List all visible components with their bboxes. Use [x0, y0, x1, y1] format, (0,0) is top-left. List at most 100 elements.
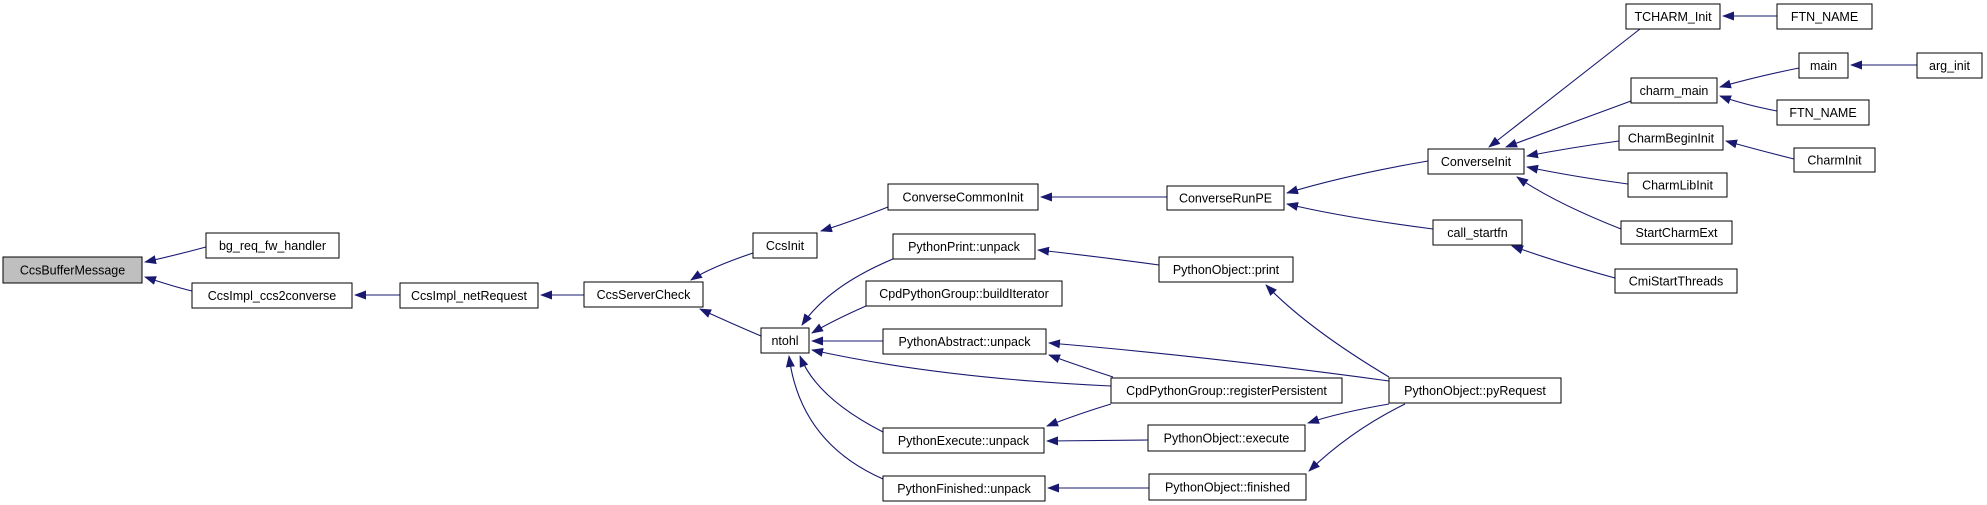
node-box-cpdBuildIterator[interactable]: [865, 280, 1063, 307]
node-box-pythonObjectPrint[interactable]: [1158, 256, 1294, 283]
node-ntohl[interactable]: ntohl: [760, 327, 810, 354]
node-box-pythonObjectFinished[interactable]: [1148, 473, 1307, 501]
node-box-charmBeginInit[interactable]: [1618, 125, 1724, 151]
node-box-ccsInit[interactable]: [752, 232, 818, 259]
node-box-pythonObjectPyRequest[interactable]: [1388, 377, 1562, 404]
node-charmBeginInit[interactable]: CharmBeginInit: [1618, 125, 1724, 151]
node-label-pythonObjectExecute: PythonObject::execute: [1164, 431, 1290, 445]
node-label-ccsServerCheck: CcsServerCheck: [597, 288, 692, 302]
node-ccsInit[interactable]: CcsInit: [752, 232, 818, 259]
node-box-ccsImplCcs2converse[interactable]: [191, 282, 353, 309]
edge-tcharmInit-to-converseInit: [1488, 28, 1641, 148]
node-box-cpdRegisterPersistent[interactable]: [1110, 377, 1343, 404]
node-charmLibInit[interactable]: CharmLibInit: [1627, 172, 1728, 198]
node-ftnName1[interactable]: FTN_NAME: [1776, 3, 1873, 30]
node-pythonPrintUnpack[interactable]: PythonPrint::unpack: [892, 233, 1036, 260]
node-pythonObjectPyRequest[interactable]: PythonObject::pyRequest: [1388, 377, 1562, 404]
node-charmMain[interactable]: charm_main: [1630, 77, 1718, 104]
node-converseRunPE[interactable]: ConverseRunPE: [1166, 185, 1285, 211]
node-box-ftnName2[interactable]: [1776, 99, 1870, 126]
node-box-pythonExecuteUnpack[interactable]: [882, 427, 1045, 454]
node-box-ccsBufferMessage[interactable]: [2, 256, 143, 284]
node-box-argInit[interactable]: [1916, 52, 1983, 79]
edge-ftnName2-to-charmMain: [1719, 95, 1778, 112]
edge-cpdBuildIterator-to-ntohl: [811, 305, 867, 334]
node-box-charmMain[interactable]: [1630, 77, 1718, 104]
node-box-pythonFinishedUnpack[interactable]: [882, 475, 1046, 502]
edge-pythonPrintUnpack-to-ntohl: [801, 258, 894, 326]
node-box-pythonPrintUnpack[interactable]: [892, 233, 1036, 260]
node-label-argInit: arg_init: [1929, 59, 1971, 73]
node-mainFn[interactable]: main: [1798, 52, 1849, 79]
edge-converseCommonInit-to-ccsInit: [820, 206, 889, 233]
node-cpdRegisterPersistent[interactable]: CpdPythonGroup::registerPersistent: [1110, 377, 1343, 404]
node-pythonObjectExecute[interactable]: PythonObject::execute: [1147, 424, 1306, 452]
edge-pythonObjectExecute-to-pythonExecuteUnpack: [1046, 436, 1149, 446]
node-ccsImplCcs2converse[interactable]: CcsImpl_ccs2converse: [191, 282, 353, 309]
node-label-ntohl: ntohl: [771, 334, 798, 348]
node-box-ccsImplNetRequest[interactable]: [399, 282, 539, 309]
node-pythonObjectPrint[interactable]: PythonObject::print: [1158, 256, 1294, 283]
node-converseInit[interactable]: ConverseInit: [1427, 148, 1525, 175]
node-label-ccsImplNetRequest: CcsImpl_netRequest: [411, 289, 528, 303]
edge-charmLibInit-to-converseInit: [1526, 164, 1629, 185]
node-tcharmInit[interactable]: TCHARM_Init: [1625, 3, 1721, 30]
node-label-pythonObjectFinished: PythonObject::finished: [1165, 480, 1290, 494]
nodes-layer: CcsBufferMessage bg_req_fw_handlerCcsImpl…: [2, 3, 1983, 502]
node-label-pythonObjectPyRequest: PythonObject::pyRequest: [1404, 384, 1546, 398]
edge-cmiStartThreads-to-callStartfn: [1511, 245, 1616, 279]
node-ccsServerCheck[interactable]: CcsServerCheck: [583, 281, 704, 308]
node-box-callStartfn[interactable]: [1432, 219, 1523, 246]
node-label-converseRunPE: ConverseRunPE: [1179, 191, 1272, 205]
node-box-converseInit[interactable]: [1427, 148, 1525, 175]
edge-bgReqFwHandler-to-ccsBufferMessage: [144, 246, 207, 265]
edge-ccsImplCcs2converse-to-ccsBufferMessage: [144, 276, 193, 292]
node-box-converseRunPE[interactable]: [1166, 185, 1285, 211]
node-pythonFinishedUnpack[interactable]: PythonFinished::unpack: [882, 475, 1046, 502]
node-cmiStartThreads[interactable]: CmiStartThreads: [1614, 268, 1738, 294]
node-box-pythonObjectExecute[interactable]: [1147, 424, 1306, 452]
node-label-pythonExecuteUnpack: PythonExecute::unpack: [898, 434, 1030, 448]
node-label-pythonPrintUnpack: PythonPrint::unpack: [908, 240, 1021, 254]
node-box-startCharmExt[interactable]: [1620, 220, 1733, 245]
node-box-ccsServerCheck[interactable]: [583, 281, 704, 308]
node-label-charmBeginInit: CharmBeginInit: [1628, 131, 1715, 145]
node-ccsImplNetRequest[interactable]: CcsImpl_netRequest: [399, 282, 539, 309]
edge-pythonFinishedUnpack-to-ntohl: [785, 355, 884, 480]
edge-pythonObjectPyRequest-to-pythonObjectExecute: [1307, 403, 1390, 424]
node-box-cmiStartThreads[interactable]: [1614, 268, 1738, 294]
node-box-ntohl[interactable]: [760, 327, 810, 354]
node-argInit[interactable]: arg_init: [1916, 52, 1983, 79]
edge-startCharmExt-to-converseInit: [1516, 176, 1622, 230]
node-box-converseCommonInit[interactable]: [887, 183, 1039, 211]
node-charmInit[interactable]: CharmInit: [1793, 147, 1876, 173]
node-label-mainFn: main: [1810, 59, 1837, 73]
edge-pythonObjectPyRequest-to-pythonAbstractUnpack: [1048, 339, 1390, 382]
edge-ntohl-to-ccsServerCheck: [699, 308, 762, 337]
node-label-tcharmInit: TCHARM_Init: [1634, 10, 1712, 24]
node-label-ccsImplCcs2converse: CcsImpl_ccs2converse: [208, 289, 337, 303]
node-converseCommonInit[interactable]: ConverseCommonInit: [887, 183, 1039, 211]
node-box-ftnName1[interactable]: [1776, 3, 1873, 30]
node-label-converseInit: ConverseInit: [1441, 155, 1512, 169]
node-label-ccsInit: CcsInit: [766, 239, 805, 253]
node-box-mainFn[interactable]: [1798, 52, 1849, 79]
edge-mainFn-to-charmMain: [1719, 67, 1800, 89]
node-ccsBufferMessage[interactable]: CcsBufferMessage: [2, 256, 143, 284]
node-pythonObjectFinished[interactable]: PythonObject::finished: [1148, 473, 1307, 501]
node-pythonExecuteUnpack[interactable]: PythonExecute::unpack: [882, 427, 1045, 454]
node-label-callStartfn: call_startfn: [1447, 226, 1507, 240]
node-box-charmLibInit[interactable]: [1627, 172, 1728, 198]
node-ftnName2[interactable]: FTN_NAME: [1776, 99, 1870, 126]
node-box-charmInit[interactable]: [1793, 147, 1876, 173]
node-pythonAbstractUnpack[interactable]: PythonAbstract::unpack: [882, 328, 1047, 355]
node-box-bgReqFwHandler[interactable]: [205, 232, 340, 259]
node-label-ftnName2: FTN_NAME: [1789, 106, 1856, 120]
node-bgReqFwHandler[interactable]: bg_req_fw_handler: [205, 232, 340, 259]
node-startCharmExt[interactable]: StartCharmExt: [1620, 220, 1733, 245]
node-cpdBuildIterator[interactable]: CpdPythonGroup::buildIterator: [865, 280, 1063, 307]
node-box-tcharmInit[interactable]: [1625, 3, 1721, 30]
node-label-startCharmExt: StartCharmExt: [1636, 226, 1718, 240]
node-box-pythonAbstractUnpack[interactable]: [882, 328, 1047, 355]
node-callStartfn[interactable]: call_startfn: [1432, 219, 1523, 246]
